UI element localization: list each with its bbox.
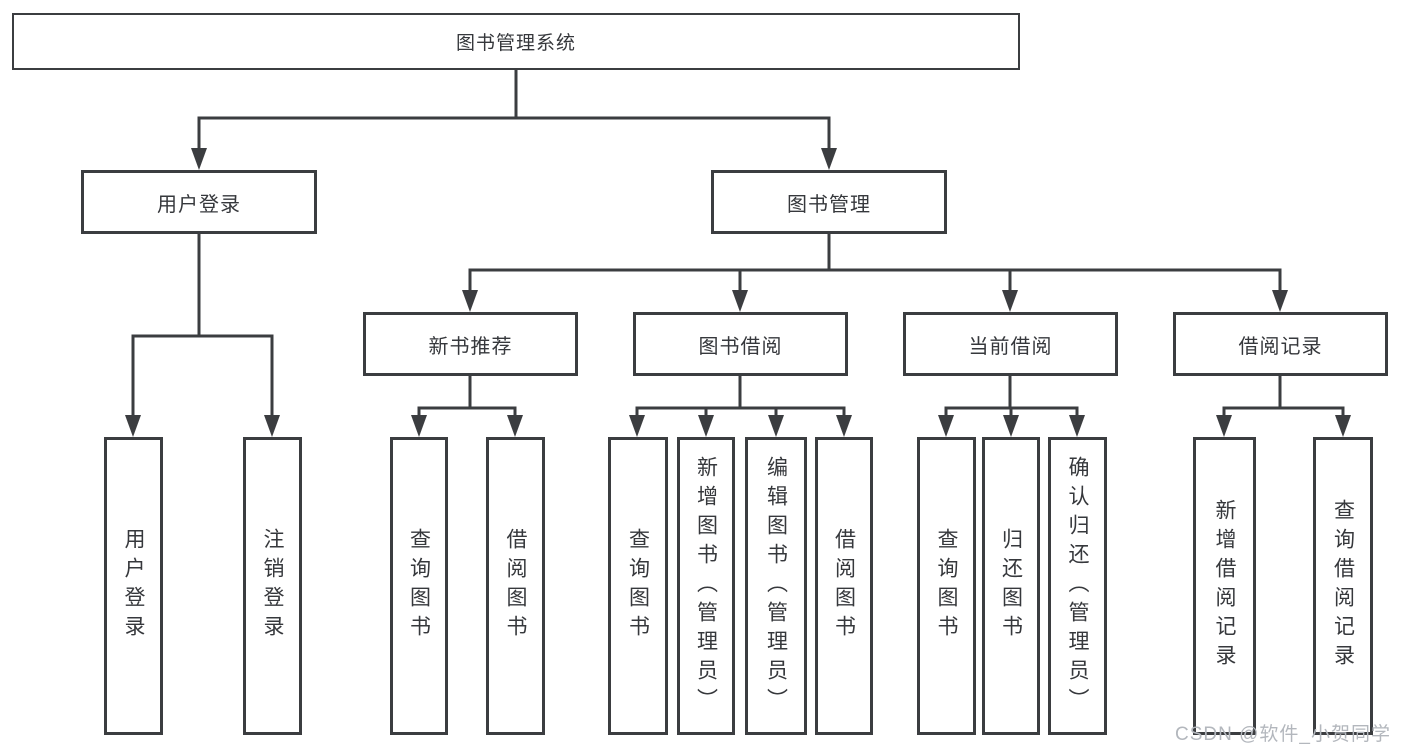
- node-label: 借阅图书: [832, 528, 856, 644]
- node-leaf-add-borrow-record: 新增借阅记录: [1193, 437, 1256, 735]
- node-root-library-system: 图书管理系统: [12, 13, 1020, 70]
- node-label: 查询借阅记录: [1331, 499, 1355, 673]
- node-borrow-records: 借阅记录: [1173, 312, 1388, 376]
- node-leaf-borrow-books: 借阅图书: [815, 437, 873, 735]
- node-leaf-user-login: 用户登录: [104, 437, 163, 735]
- node-leaf-edit-books-admin: 编辑图书（管理员）: [745, 437, 807, 735]
- watermark: CSDN @软件_小贺同学: [1175, 724, 1391, 745]
- node-label: 归还图书: [999, 528, 1023, 644]
- node-label: 注销登录: [261, 528, 284, 644]
- node-label: 新书推荐: [428, 335, 513, 358]
- node-label: 新增借阅记录: [1213, 499, 1236, 673]
- node-label: 查询图书: [407, 528, 431, 644]
- node-new-book-recommend: 新书推荐: [363, 312, 578, 376]
- node-label: 当前借阅: [968, 335, 1053, 358]
- node-current-borrow: 当前借阅: [903, 312, 1118, 376]
- node-leaf-add-books-admin: 新增图书（管理员）: [677, 437, 735, 735]
- node-label: 借阅记录: [1238, 335, 1323, 358]
- node-label: 图书借阅: [698, 335, 783, 358]
- node-label: 查询图书: [626, 528, 650, 644]
- node-label: 用户登录: [157, 193, 241, 216]
- node-label: 新增图书（管理员）: [694, 455, 718, 717]
- node-label: 借阅图书: [504, 528, 527, 644]
- node-user-login: 用户登录: [81, 170, 317, 234]
- node-label: 确认归还（管理员）: [1066, 455, 1089, 717]
- node-label: 图书管理系统: [455, 33, 576, 54]
- node-leaf-confirm-return-admin: 确认归还（管理员）: [1048, 437, 1107, 735]
- node-leaf-return-books: 归还图书: [982, 437, 1040, 735]
- node-book-management: 图书管理: [711, 170, 947, 234]
- node-label: 编辑图书（管理员）: [764, 455, 788, 717]
- node-book-borrow: 图书借阅: [633, 312, 848, 376]
- node-leaf-query-borrow-record: 查询借阅记录: [1313, 437, 1373, 735]
- node-leaf-borrow-books-recommend: 借阅图书: [486, 437, 545, 735]
- node-leaf-query-books-current: 查询图书: [917, 437, 976, 735]
- node-label: 用户登录: [122, 528, 145, 644]
- node-label: 图书管理: [787, 193, 871, 216]
- node-leaf-logout: 注销登录: [243, 437, 302, 735]
- node-leaf-query-books-borrow: 查询图书: [608, 437, 668, 735]
- node-label: 查询图书: [935, 528, 958, 644]
- node-leaf-query-books-recommend: 查询图书: [390, 437, 448, 735]
